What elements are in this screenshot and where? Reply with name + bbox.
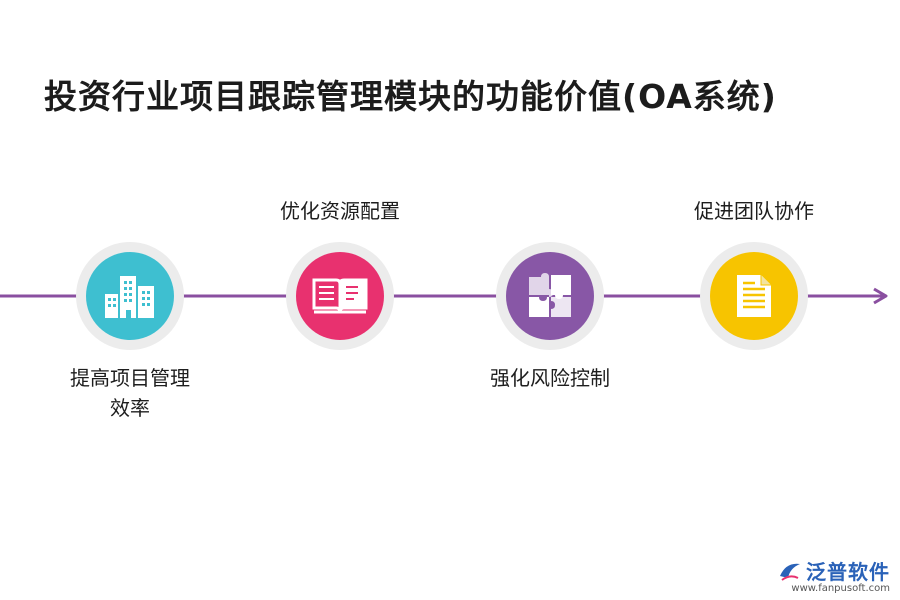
brand-logo: 泛普软件 www.fanpusoft.com [778, 556, 890, 594]
brand-name: 泛普软件 [806, 560, 890, 584]
buildings-icon [105, 276, 154, 318]
node-project-efficiency [76, 242, 184, 350]
node-risk-control [496, 242, 604, 350]
node-resource-allocation [286, 242, 394, 350]
document-icon [737, 275, 771, 317]
node-label-resource-allocation: 优化资源配置 [280, 199, 400, 223]
node-label-risk-control: 强化风险控制 [490, 366, 610, 390]
brand-mark-icon [780, 563, 800, 581]
brand-url: www.fanpusoft.com [791, 583, 890, 594]
node-label-project-efficiency: 提高项目管理 效率 [70, 366, 190, 420]
node-label-team-collaboration: 促进团队协作 [694, 199, 814, 223]
page-title: 投资行业项目跟踪管理模块的功能价值(OA系统) [44, 77, 777, 116]
node-team-collaboration [700, 242, 808, 350]
open-book-icon [312, 278, 368, 314]
puzzle-icon [529, 273, 571, 317]
